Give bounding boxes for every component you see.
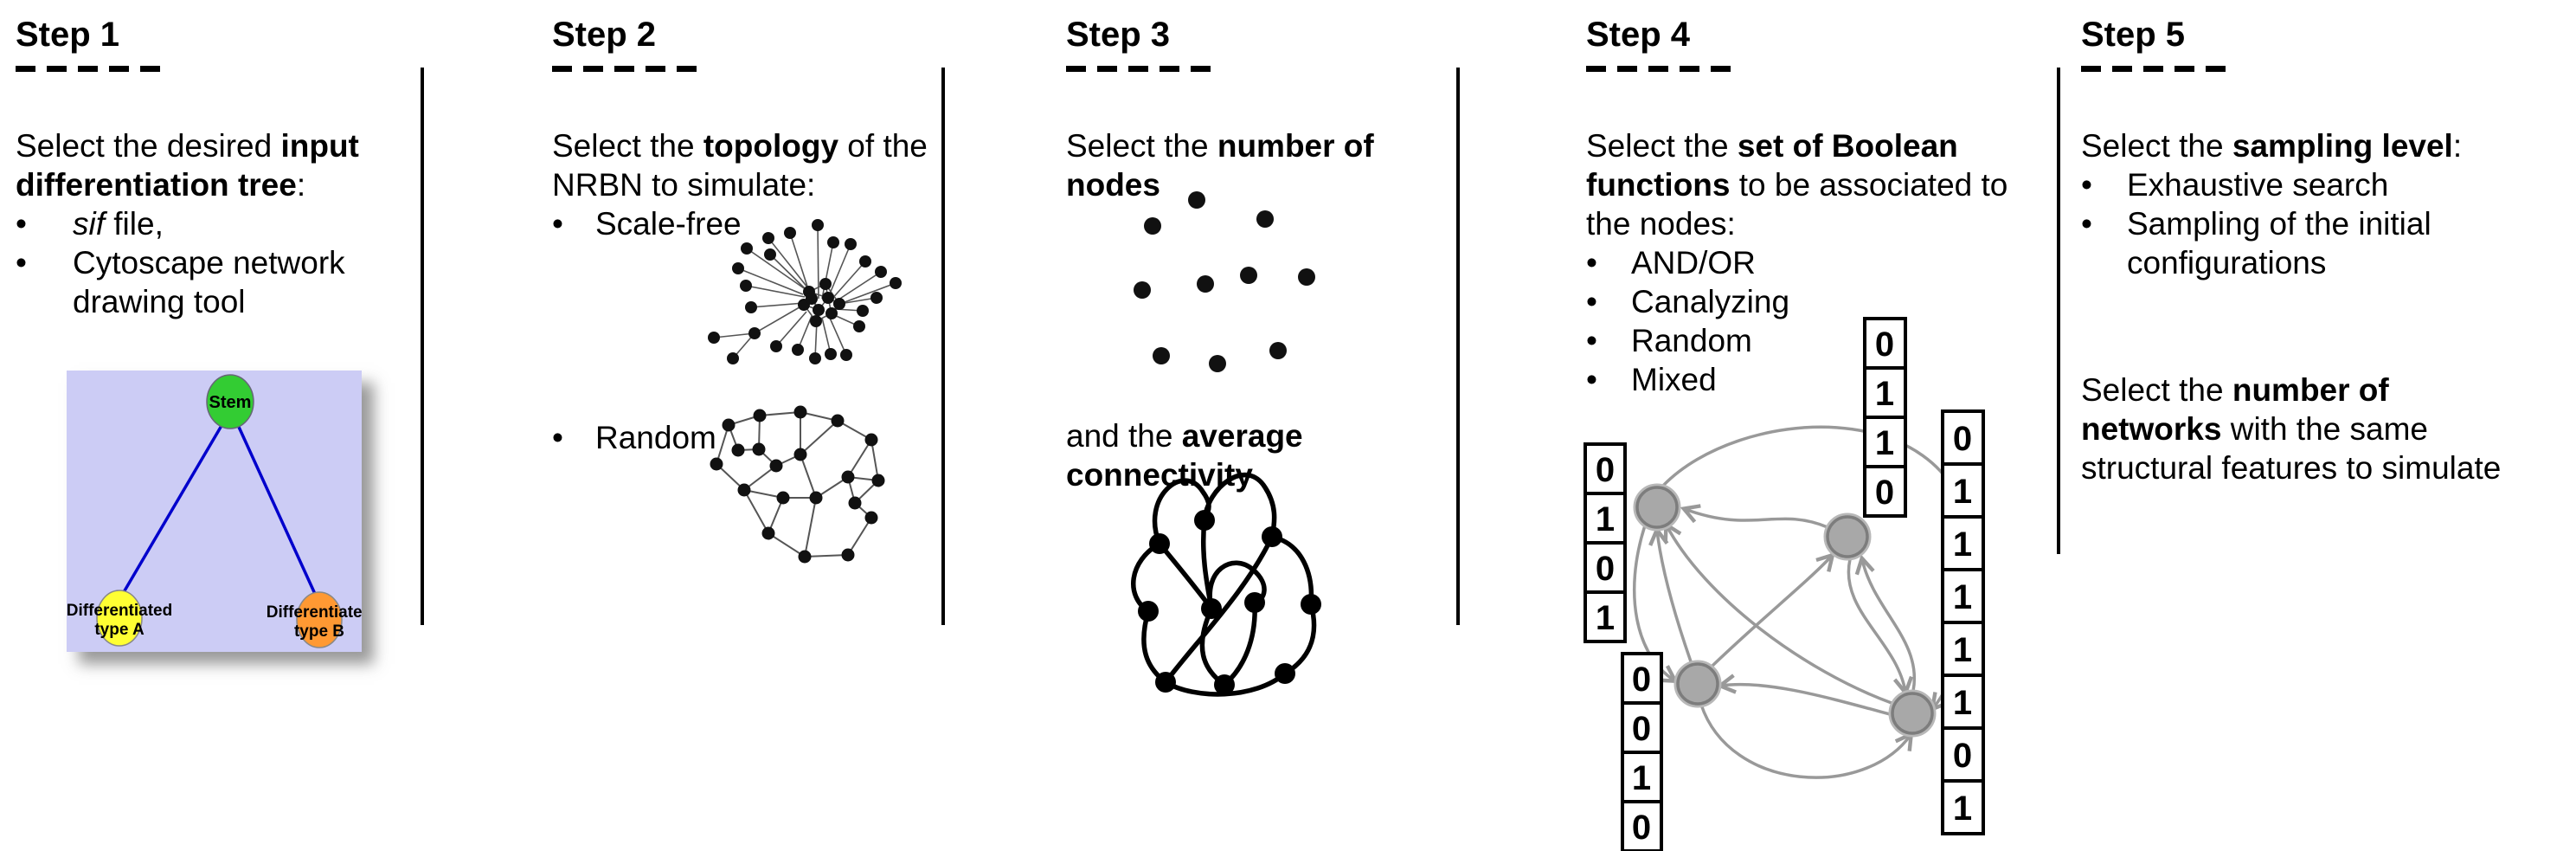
network-edges bbox=[1632, 425, 1975, 779]
tree-edge bbox=[122, 423, 224, 593]
step2-random-bullet: • Random bbox=[552, 418, 812, 457]
boolean-table-right: 0 1 1 1 1 1 0 1 bbox=[1941, 409, 1985, 835]
svg-text:type B: type B bbox=[294, 622, 344, 641]
list-item: • AND/OR bbox=[1586, 245, 1756, 280]
boolean-table-top: 0 1 1 0 bbox=[1863, 317, 1907, 518]
step3-line1: Select the number of nodes bbox=[1066, 128, 1374, 203]
step5-text: Select the sampling level: • Exhaustive … bbox=[2081, 126, 2544, 282]
connectivity-network-figure bbox=[1131, 473, 1321, 697]
boolean-cell: 0 bbox=[1875, 326, 1894, 364]
boolean-table-bottom-left: 0 0 1 0 bbox=[1621, 652, 1663, 851]
list-item: • Scale-free bbox=[552, 206, 742, 242]
list-item: • Canalyzing bbox=[1586, 284, 1790, 319]
boolean-cell: 0 bbox=[1632, 809, 1651, 847]
network-nodes bbox=[1633, 483, 1937, 738]
random-network-figure bbox=[710, 405, 885, 564]
network-nodes bbox=[1138, 510, 1321, 695]
boolean-cell: 0 bbox=[1596, 451, 1615, 489]
boolean-cell: 1 bbox=[1953, 631, 1972, 669]
dashed-separator bbox=[1586, 66, 1731, 72]
dashed-separator bbox=[1066, 66, 1211, 72]
list-item: • Cytoscape network drawing tool bbox=[16, 245, 345, 319]
boolean-cell: 0 bbox=[1953, 737, 1972, 775]
step4-text: Select the set of Boolean functions to b… bbox=[1586, 126, 2019, 399]
stem-node bbox=[206, 374, 254, 429]
column-divider bbox=[2057, 68, 2060, 554]
step4-intro: Select the set of Boolean functions to b… bbox=[1586, 128, 2008, 242]
step5-title: Step 5 bbox=[2081, 16, 2186, 54]
network-nodes bbox=[708, 219, 902, 364]
boolean-cell: 1 bbox=[1632, 759, 1651, 797]
step3-title: Step 3 bbox=[1066, 16, 1171, 54]
boolean-cell: 0 bbox=[1875, 474, 1894, 512]
boolean-cell: 1 bbox=[1953, 525, 1972, 564]
step1-intro-text: Select the desired bbox=[16, 128, 281, 164]
boolean-cell: 1 bbox=[1875, 424, 1894, 462]
boolean-cell: 0 bbox=[1953, 420, 1972, 458]
boolean-cell: 0 bbox=[1632, 661, 1651, 699]
step2-text: Select the topology of the NRBN to simul… bbox=[552, 126, 946, 243]
scatter-dots bbox=[1134, 191, 1315, 372]
boolean-network-figure: 0 1 0 1 0 0 1 0 0 1 1 0 bbox=[1584, 317, 1985, 851]
svg-text:type A: type A bbox=[94, 621, 145, 639]
list-item: • Mixed bbox=[1586, 362, 1717, 397]
dashed-separator bbox=[2081, 66, 2226, 72]
column-divider bbox=[421, 68, 424, 625]
boolean-cell: 1 bbox=[1953, 578, 1972, 616]
step1-text: Select the desired input differentiation… bbox=[16, 126, 405, 321]
differentiation-tree-figure: Stem Differentiated type A Differentiate… bbox=[67, 371, 362, 652]
step5-p1: Select the sampling level: bbox=[2081, 128, 2463, 164]
boolean-cell: 1 bbox=[1596, 599, 1615, 637]
list-item: • sif file, bbox=[16, 206, 164, 242]
list-item: • Exhaustive search bbox=[2081, 167, 2389, 203]
nodes-scatter-figure bbox=[1134, 191, 1315, 372]
type-a-node bbox=[96, 590, 143, 647]
boolean-table-left: 0 1 0 1 bbox=[1584, 442, 1627, 643]
column-divider bbox=[1456, 68, 1460, 625]
boolean-cell: 0 bbox=[1596, 550, 1615, 588]
boolean-cell: 1 bbox=[1953, 473, 1972, 511]
scale-free-network-figure bbox=[708, 219, 902, 364]
boolean-cell: 1 bbox=[1953, 684, 1972, 722]
step2-title: Step 2 bbox=[552, 16, 657, 54]
boolean-cell: 1 bbox=[1875, 375, 1894, 413]
stem-label: Stem bbox=[209, 393, 252, 412]
type-b-label: Differentiated bbox=[267, 603, 362, 622]
list-item: • Random bbox=[1586, 323, 1752, 358]
boolean-cell: 0 bbox=[1632, 710, 1651, 748]
step3-line2: and the average connectivity bbox=[1066, 418, 1303, 493]
step1-title: Step 1 bbox=[16, 16, 120, 54]
network-nodes bbox=[710, 405, 885, 564]
network-edges bbox=[1131, 473, 1317, 697]
type-b-node bbox=[296, 591, 343, 648]
dashed-separator bbox=[552, 66, 697, 72]
step4-title: Step 4 bbox=[1586, 16, 1691, 54]
type-a-label: Differentiated bbox=[67, 602, 172, 620]
dashed-separator bbox=[16, 66, 161, 72]
step2-intro: Select the topology of the NRBN to simul… bbox=[552, 128, 928, 203]
column-divider bbox=[941, 68, 945, 625]
step5-p2: Select the number of networks with the s… bbox=[2081, 372, 2502, 486]
list-item: • Sampling of the initial configurations bbox=[2081, 206, 2431, 280]
boolean-cell: 1 bbox=[1596, 500, 1615, 538]
network-edges bbox=[716, 411, 879, 558]
tree-edge bbox=[236, 424, 317, 595]
step1-intro: Select the desired input differentiation… bbox=[16, 128, 359, 203]
boolean-cell: 1 bbox=[1953, 790, 1972, 828]
list-item: • Random bbox=[552, 420, 716, 455]
